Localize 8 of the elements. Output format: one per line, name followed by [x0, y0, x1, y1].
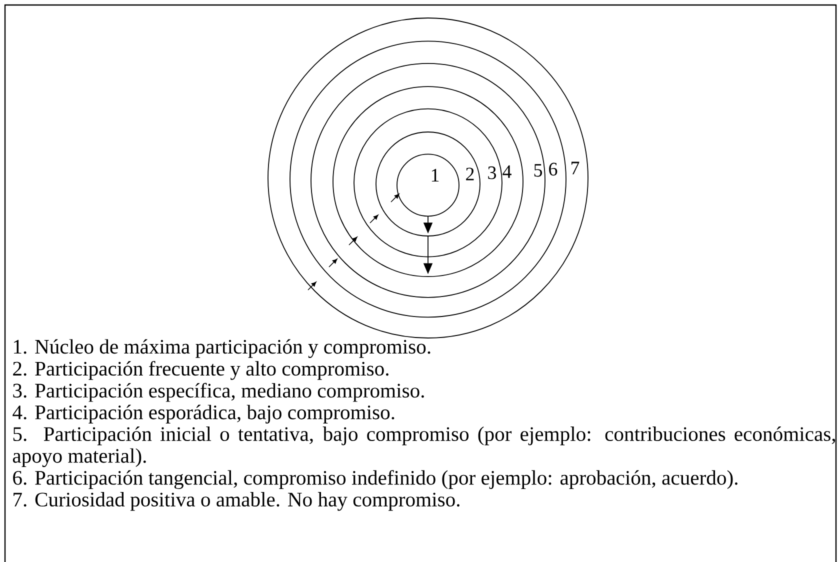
- list-item: 6. Participación tangencial, compromiso indefinido (por ejemplo: aprobación, acuerdo).: [13, 470, 738, 490]
- list-item: 7. Curiosidad positiva o amable. No hay compromiso.: [14, 492, 460, 511]
- list-item: 4. Participación esporádica, bajo compromiso.: [12, 404, 394, 424]
- list-item: 2. Participación frecuente y alto compromiso.: [13, 360, 388, 380]
- ring: 1: [396, 154, 460, 217]
- list-item: 5. Participación inicial o tentativa, bajo compromiso (por ejemplo: contribuciones económicas, apoyo material).: [12, 426, 836, 468]
- list-item: 1. Núcleo de máxima participación y compromiso.: [14, 339, 430, 358]
- list-item: 3. Participación específica, mediano compromiso.: [13, 382, 424, 402]
